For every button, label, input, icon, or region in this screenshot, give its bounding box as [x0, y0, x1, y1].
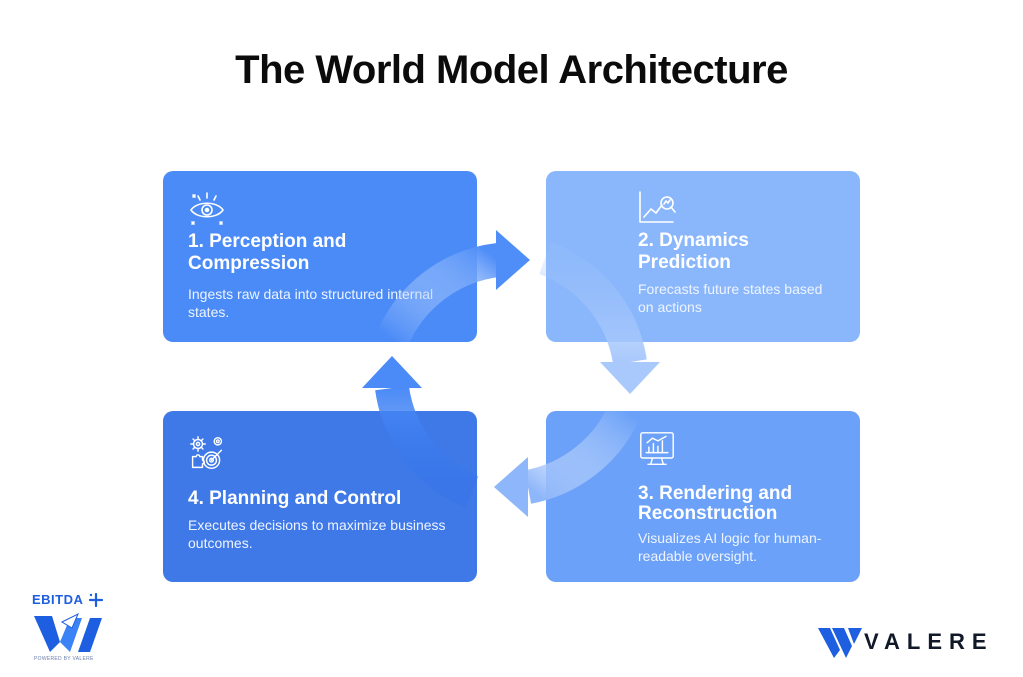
card-description: Forecasts future states based on actions: [638, 281, 823, 315]
card-description: Visualizes AI logic for human-readable o…: [638, 530, 822, 564]
card-heading: 4. Planning and Control: [188, 488, 402, 509]
ebitda-rocket-mark-icon: [34, 612, 102, 652]
card-dynamics: 2. Dynamics Prediction Forecasts future …: [546, 171, 860, 342]
ebitda-tagline: POWERED BY VALERE: [34, 656, 94, 662]
card-heading: 2. Dynamics Prediction: [638, 230, 749, 273]
card-planning: 4. Planning and Control Executes decisio…: [163, 411, 477, 582]
ebitda-logo: EBITDA POWERED BY VALERE: [24, 592, 114, 667]
card-description: Executes decisions to maximize business …: [188, 517, 446, 551]
card-heading: 1. Perception and Compression: [188, 231, 347, 274]
page-title: The World Model Architecture: [235, 48, 788, 92]
card-heading: 3. Rendering and Reconstruction: [638, 483, 793, 524]
card-perception: 1. Perception and Compression Ingests ra…: [163, 171, 477, 342]
valere-v-mark-icon: [818, 628, 862, 658]
plus-sparkle-icon: [88, 592, 104, 608]
monitor-chart-icon: [640, 432, 674, 466]
ebitda-wordmark: EBITDA: [32, 592, 84, 607]
eye-icon: [190, 192, 224, 225]
valere-logo: VALERE: [818, 624, 1008, 660]
card-rendering: 3. Rendering and Reconstruction Visualiz…: [546, 411, 860, 582]
chart-magnifier-icon: [639, 191, 676, 223]
valere-wordmark: VALERE: [864, 629, 994, 654]
gears-target-icon: [190, 436, 223, 470]
card-description: Ingests raw data into structured interna…: [188, 286, 434, 320]
